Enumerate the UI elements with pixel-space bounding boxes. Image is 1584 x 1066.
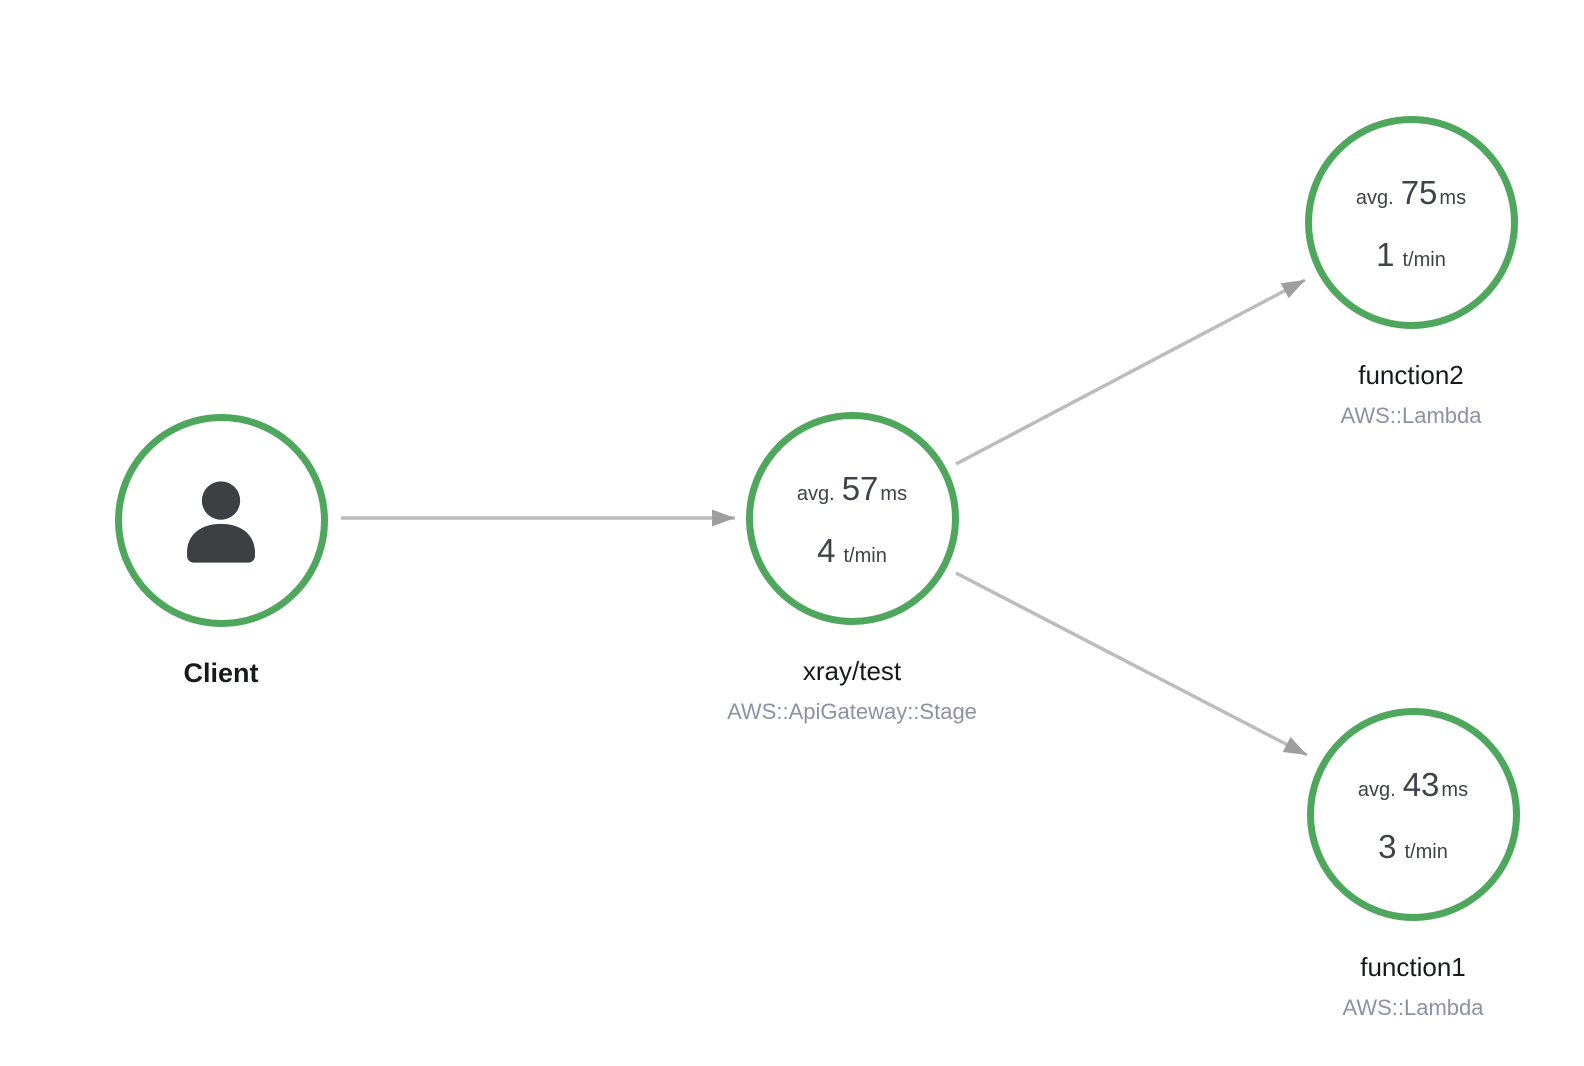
node-function2-subtitle: AWS::Lambda	[1340, 403, 1482, 428]
avg-value: 57	[841, 469, 879, 507]
rate-value: 4	[817, 531, 836, 569]
node-client: Client	[51, 414, 391, 689]
avg-prefix: avg.	[796, 482, 835, 505]
rate-unit: t/min	[1404, 840, 1448, 863]
node-function1-label: function1	[1360, 952, 1466, 982]
avg-prefix: avg.	[1355, 186, 1394, 209]
node-function1-subtitle: AWS::Lambda	[1342, 995, 1484, 1020]
avg-prefix: avg.	[1357, 778, 1396, 801]
avg-unit: ms	[1441, 778, 1469, 801]
trace-rate: 4 t/min	[797, 523, 907, 585]
rate-value: 1	[1376, 235, 1395, 273]
rate-value: 3	[1378, 827, 1397, 865]
person-icon	[187, 480, 255, 563]
node-xray-test-label: xray/test	[802, 656, 902, 686]
avg-unit: ms	[1439, 186, 1467, 209]
node-xray-test-subtitle: AWS::ApiGateway::Stage	[727, 699, 977, 724]
avg-unit: ms	[880, 482, 908, 505]
avg-value: 75	[1400, 173, 1438, 211]
rate-unit: t/min	[1402, 248, 1446, 271]
rate-unit: t/min	[843, 544, 887, 567]
trace-rate: 3 t/min	[1358, 819, 1468, 881]
edge-xray-test-to-function1	[955, 571, 1308, 757]
node-function2-label: function2	[1358, 360, 1464, 390]
edge-xray-test-to-function2	[955, 278, 1306, 466]
node-client-label: Client	[183, 658, 259, 688]
trace-rate: 1 t/min	[1356, 227, 1466, 289]
avg-value: 43	[1402, 765, 1440, 803]
node-client-circle[interactable]	[114, 414, 328, 627]
